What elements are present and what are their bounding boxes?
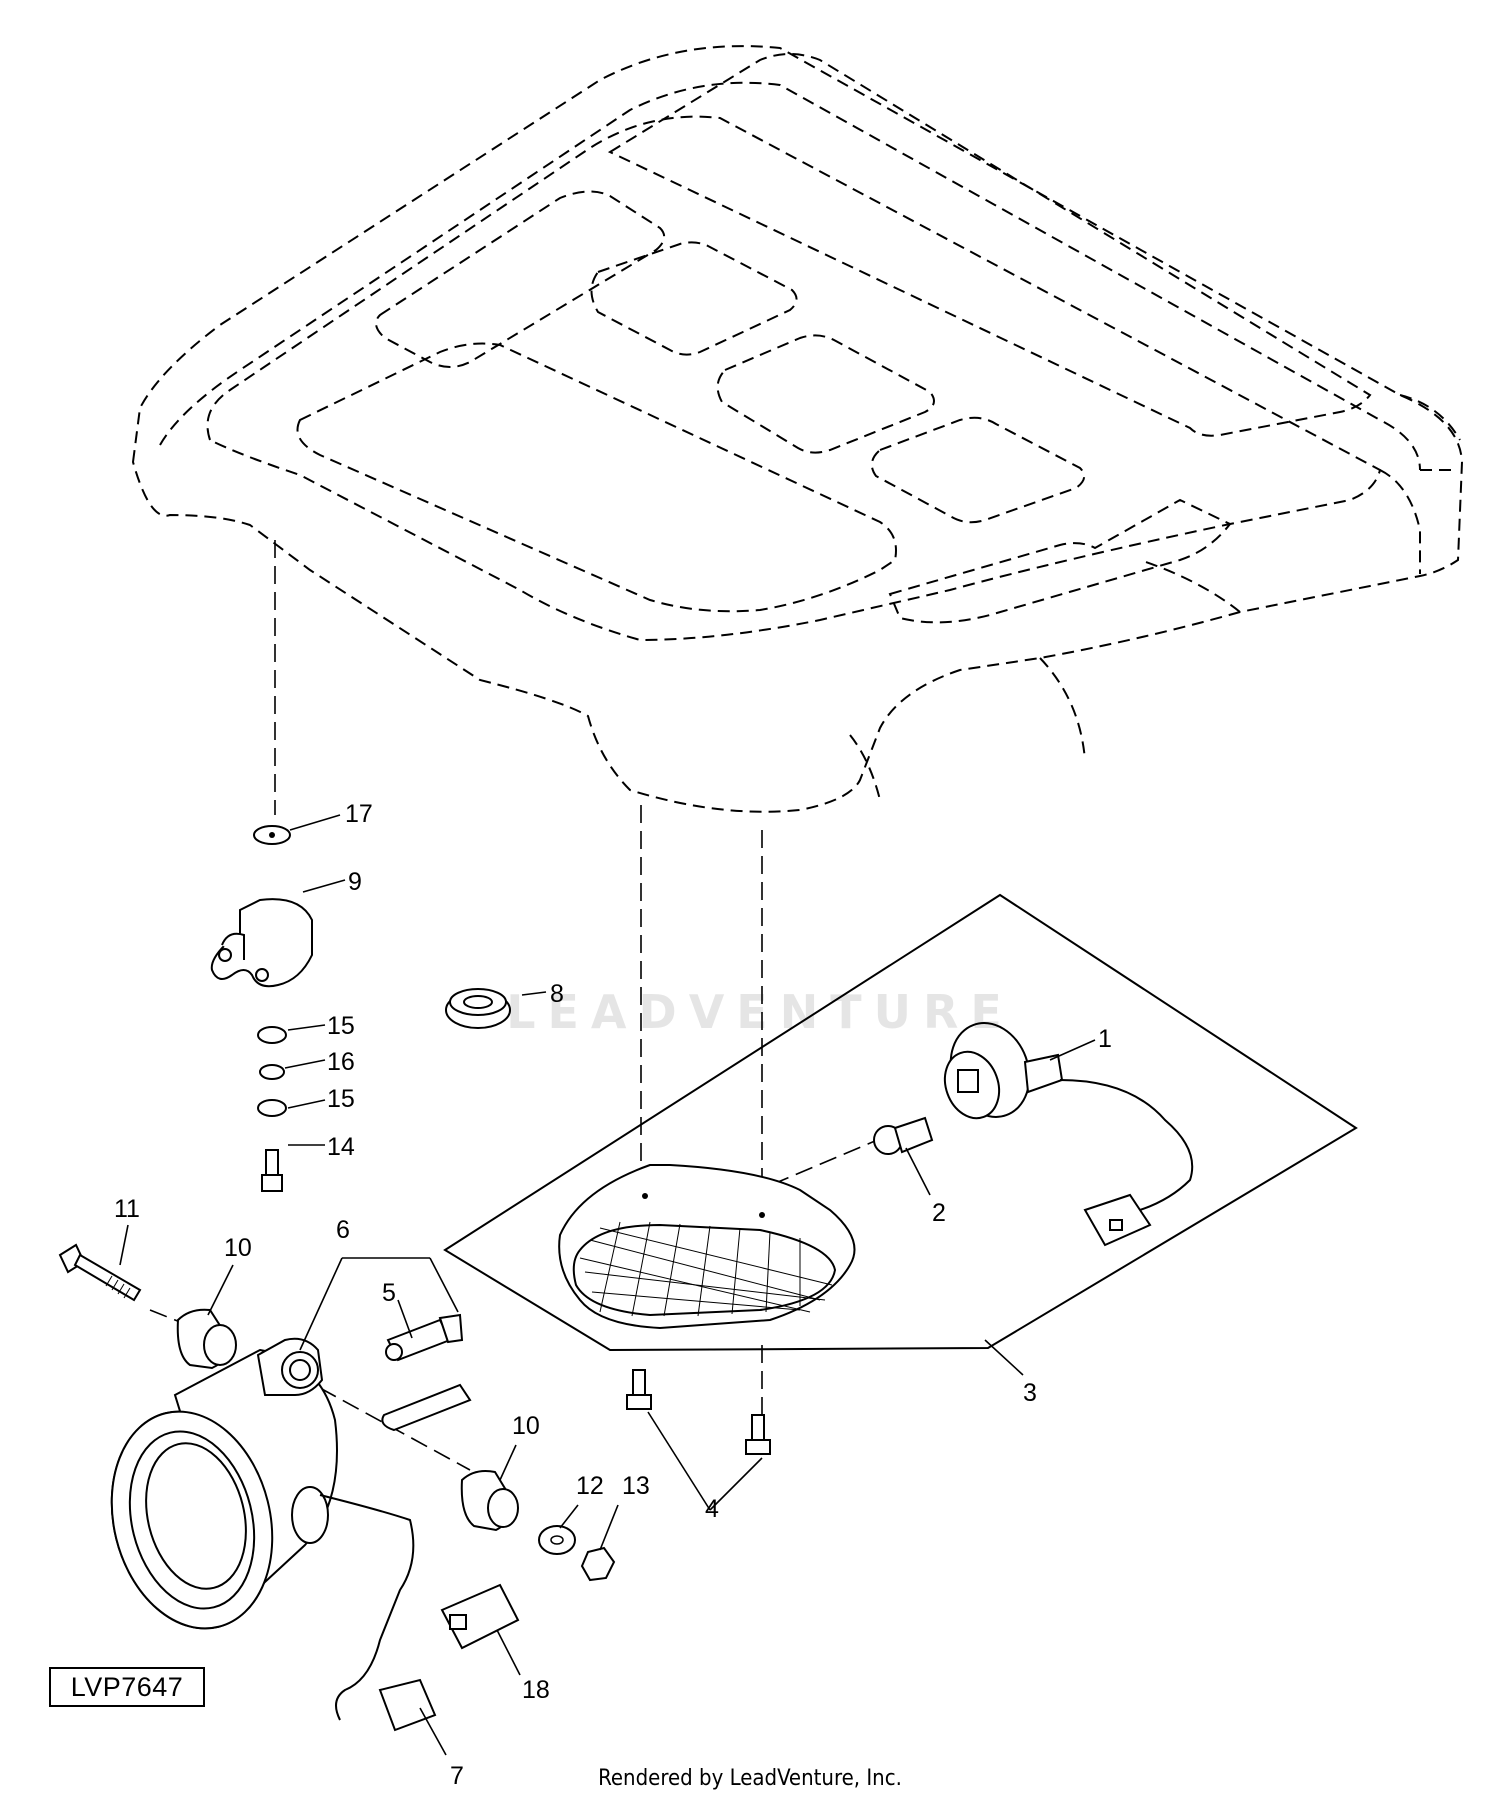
watermark-text: LEADVENTURE <box>506 985 1014 1039</box>
callout-5: 5 <box>382 1279 396 1307</box>
callout-7: 7 <box>450 1762 464 1790</box>
callout-15-lower: 15 <box>327 1085 355 1113</box>
callout-18: 18 <box>522 1676 550 1704</box>
callout-15-upper: 15 <box>327 1012 355 1040</box>
callout-3: 3 <box>1023 1379 1037 1407</box>
callout-6: 6 <box>336 1216 350 1244</box>
screws <box>626 1369 771 1455</box>
callout-10-lower: 10 <box>512 1412 540 1440</box>
callout-4: 4 <box>705 1495 719 1523</box>
callout-12: 12 <box>576 1472 604 1500</box>
light-bar-lens <box>558 1164 856 1330</box>
callout-13: 13 <box>622 1472 650 1500</box>
socket-harness <box>943 1022 1194 1247</box>
callout-10-upper: 10 <box>224 1234 252 1262</box>
callout-9: 9 <box>348 868 362 896</box>
callout-leaders <box>119 814 1096 1756</box>
callout-14: 14 <box>327 1133 355 1161</box>
render-credit: Rendered by LeadVenture, Inc. <box>598 1766 902 1791</box>
callout-16: 16 <box>327 1048 355 1076</box>
callout-8: 8 <box>550 980 564 1008</box>
bulb <box>873 1116 934 1155</box>
canopy-roof-outline <box>131 45 1464 813</box>
callout-17: 17 <box>345 800 373 828</box>
work-light-bulb <box>381 1313 472 1432</box>
callout-11: 11 <box>114 1195 140 1223</box>
mounting-hardware-stack <box>210 825 313 1192</box>
work-light-assembly <box>110 1337 437 1732</box>
callout-2: 2 <box>932 1199 946 1227</box>
callout-numbers: 1 2 3 4 5 6 7 8 9 10 10 11 12 13 14 15 1… <box>114 800 1112 1790</box>
light-bar-plate <box>443 893 1358 1352</box>
callout-1: 1 <box>1098 1025 1112 1053</box>
harness-connector <box>440 1583 520 1650</box>
grommet <box>445 988 511 1029</box>
reference-code: LVP7647 <box>49 1667 205 1707</box>
bolt-and-spacers <box>58 1243 616 1582</box>
